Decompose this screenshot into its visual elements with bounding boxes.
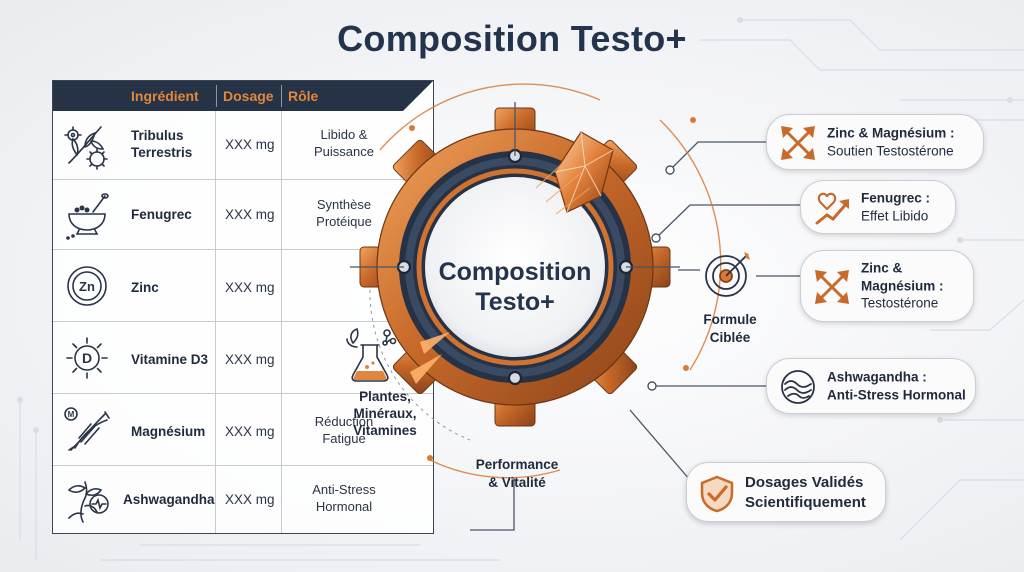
table-row: D Vitamine D3 XXX mg (53, 321, 433, 393)
target-icon (705, 252, 750, 297)
ingredient-role: Libido & Puissance (314, 127, 374, 159)
ingredient-dosage: XXX mg (225, 492, 275, 507)
card-title: Zinc & Magnésium : (827, 125, 955, 141)
mortar-seeds-icon (66, 193, 109, 240)
header-dosage: Dosage (223, 88, 274, 104)
ingredient-dosage: XXX mg (225, 137, 275, 152)
performance-label: Performance & Vitalité (475, 457, 559, 490)
benefit-card-zinc-magnesium-2: Zinc & Magnésium : Testostérone (800, 250, 974, 322)
muscle-magnesium-icon: M (64, 407, 110, 451)
card-subtitle: Soutien Testostérone (827, 143, 954, 158)
table-row: Tribulus Terrestris XXX mg Libido & Puis… (53, 111, 433, 179)
gear-emblem (350, 102, 680, 427)
ingredient-role: Synthèse Protéique (316, 197, 372, 229)
svg-text:M: M (68, 410, 75, 419)
svg-text:D: D (82, 350, 92, 366)
benefit-card-fenugrec: Fenugrec : Effet Libido (800, 180, 956, 234)
sun-vitamin-d-icon: D (66, 337, 108, 379)
card-subtitle: Effet Libido (861, 208, 929, 223)
ingredient-role: Réduction Fatigue (314, 414, 374, 446)
calm-waves-icon (781, 370, 815, 404)
benefit-card-zinc-magnesium: Zinc & Magnésium : Soutien Testostérone (766, 114, 984, 170)
ashwagandha-root-icon (67, 481, 109, 523)
ingredient-dosage: XXX mg (225, 352, 275, 367)
ingredient-dosage: XXX mg (225, 424, 275, 439)
table-row: M Magnésium XXX mg Réduction Fatigue (53, 393, 433, 465)
card-title: Ashwagandha : (827, 369, 927, 385)
card-title: Fenugrec : (861, 190, 931, 206)
shield-check-icon (700, 475, 734, 513)
ingredient-dosage: XXX mg (225, 280, 275, 295)
ingredient-dosage: XXX mg (225, 207, 275, 222)
header-role: Rôle (288, 88, 319, 104)
ingredient-role: Anti-Stress Hormonal (312, 482, 376, 514)
cross-arrows-icon (815, 270, 849, 304)
cross-arrows-icon (781, 126, 815, 160)
table-row: Ashwagandha XXX mg Anti-Stress Hormonal (53, 465, 433, 533)
badge-text: Dosages Validés Scientifiquement (745, 474, 866, 511)
card-title: Zinc & Magnésium : (861, 260, 944, 294)
table-row: Zn Zinc XXX mg (53, 249, 433, 321)
ingredient-name: Ashwagandha (123, 492, 215, 507)
table-row: Fenugrec XXX mg Synthèse Protéique (53, 179, 433, 249)
ingredient-name: Vitamine D3 (131, 352, 209, 367)
svg-text:Zn: Zn (79, 279, 95, 294)
ingredient-name: Zinc (131, 280, 159, 295)
validation-badge: Dosages Validés Scientifiquement (686, 462, 886, 522)
ingredient-name: Tribulus Terrestris (131, 128, 193, 160)
page-title: Composition Testo+ (337, 18, 687, 59)
ingredient-name: Fenugrec (131, 207, 192, 222)
card-subtitle: Testostérone (861, 295, 939, 311)
header-ingredient: Ingrédient (131, 88, 199, 104)
target-label: Formule Ciblée (703, 312, 757, 345)
heart-growth-icon (815, 192, 849, 225)
tribulus-plant-icon (64, 126, 108, 170)
zinc-element-icon: Zn (67, 266, 107, 306)
benefit-card-ashwagandha: Ashwagandha : Anti-Stress Hormonal (766, 358, 976, 414)
card-subtitle: Anti-Stress Hormonal (827, 387, 966, 402)
ingredient-name: Magnésium (131, 424, 206, 439)
center-title: Composition Testo+ (438, 258, 592, 316)
